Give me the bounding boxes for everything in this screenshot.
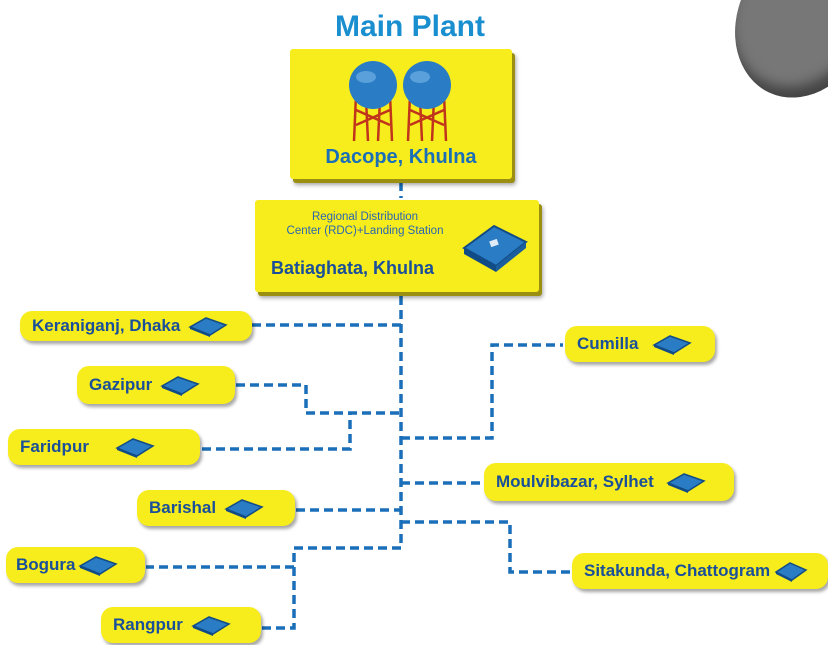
main-plant-box: Dacope, Khulna bbox=[290, 49, 512, 179]
device-icon bbox=[224, 499, 264, 519]
rdc-location: Batiaghata, Khulna bbox=[271, 258, 435, 278]
node-sitakunda: Sitakunda, Chattogram bbox=[572, 553, 828, 589]
node-bogura: Bogura bbox=[6, 547, 145, 583]
rdc-label: Regional Distribution Center (RDC)+Landi… bbox=[265, 210, 465, 238]
node-moulvibazar: Moulvibazar, Sylhet bbox=[484, 463, 734, 501]
rdc-box: Regional Distribution Center (RDC)+Landi… bbox=[255, 200, 539, 292]
connector-cumilla bbox=[401, 343, 563, 440]
rdc-label-line1: Regional Distribution bbox=[311, 211, 419, 223]
main-plant-location: Dacope, Khulna bbox=[325, 146, 477, 168]
node-gazipur: Gazipur bbox=[77, 366, 235, 404]
connector-gazipur bbox=[236, 383, 401, 415]
node-cumilla-label: Cumilla bbox=[577, 334, 639, 353]
node-sitakunda-label: Sitakunda, Chattogram bbox=[584, 561, 771, 580]
device-icon bbox=[652, 335, 693, 355]
node-barishal-label: Barishal bbox=[149, 498, 217, 517]
node-moulvibazar-label: Moulvibazar, Sylhet bbox=[496, 472, 654, 491]
device-icon bbox=[115, 438, 155, 458]
node-faridpur-label: Faridpur bbox=[20, 437, 89, 456]
connector-bogura bbox=[146, 546, 401, 569]
node-faridpur: Faridpur bbox=[8, 429, 200, 465]
device-icon bbox=[462, 224, 528, 272]
rdc-label-line2: Center (RDC)+Landing Station bbox=[286, 225, 444, 237]
node-rangpur: Rangpur bbox=[101, 607, 261, 643]
device-icon bbox=[77, 556, 118, 576]
device-icon bbox=[188, 317, 229, 337]
node-cumilla: Cumilla bbox=[565, 326, 715, 362]
diagram-title: Main Plant bbox=[334, 10, 485, 43]
connector-rangpur bbox=[262, 567, 296, 630]
connector-sitakunda bbox=[401, 520, 570, 574]
node-rangpur-label: Rangpur bbox=[113, 615, 183, 634]
device-icon bbox=[160, 376, 201, 396]
node-keraniganj: Keraniganj, Dhaka bbox=[20, 311, 252, 341]
connector-faridpur bbox=[202, 413, 352, 451]
node-keraniganj-label: Keraniganj, Dhaka bbox=[32, 316, 181, 335]
device-icon bbox=[774, 562, 808, 582]
node-gazipur-label: Gazipur bbox=[89, 375, 153, 394]
storage-tanks-icon bbox=[349, 61, 451, 142]
node-bogura-label: Bogura bbox=[16, 555, 76, 574]
device-icon bbox=[191, 616, 231, 636]
device-icon bbox=[666, 473, 706, 493]
node-barishal: Barishal bbox=[137, 490, 295, 526]
